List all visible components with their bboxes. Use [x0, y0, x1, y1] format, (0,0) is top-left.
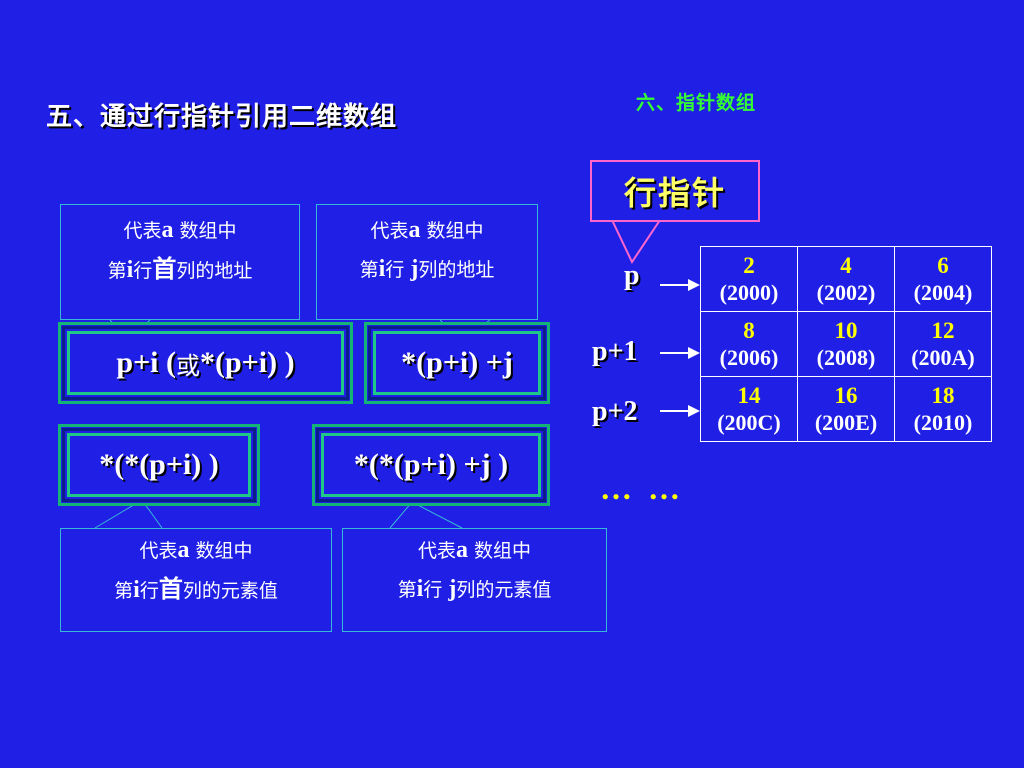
- arrow-right-icon: [660, 279, 700, 291]
- callout-line: 第i行 j列的地址: [359, 256, 495, 282]
- callout-line: 代表a 数组中: [370, 217, 484, 243]
- array-cell: 4(2002): [797, 246, 895, 312]
- expr-row-first-value: *(*(p+i) ): [58, 424, 260, 506]
- callout-line: 代表a 数组中: [139, 537, 253, 563]
- row-pointer-label: 行指针: [590, 160, 760, 222]
- arrow-right-icon: [660, 347, 700, 359]
- array-cell: 2(2000): [700, 246, 798, 312]
- callout-top-right: 代表a 数组中 第i行 j列的地址: [316, 204, 538, 320]
- table-row: 2(2000) 4(2002) 6(2004): [700, 246, 992, 312]
- array-cell: 18(2010): [894, 376, 992, 442]
- array-cell: 6(2004): [894, 246, 992, 312]
- expr-row-address: p+i (或 *(p+i) ): [58, 322, 353, 404]
- array-cell: 14(200C): [700, 376, 798, 442]
- pointer-p: p: [624, 260, 640, 291]
- callout-line: 第i行 j列的元素值: [397, 576, 552, 602]
- array-cell: 10(2008): [797, 311, 895, 377]
- array-cell: 8(2006): [700, 311, 798, 377]
- expr-element-address: *(p+i) +j: [364, 322, 550, 404]
- callout-bottom-left: 代表a 数组中 第i行首列的元素值: [60, 528, 332, 632]
- array-table: 2(2000) 4(2002) 6(2004) 8(2006) 10(2008)…: [700, 246, 992, 442]
- pointer-p2: p+2: [592, 396, 638, 427]
- array-cell: 12(200A): [894, 311, 992, 377]
- table-row: 8(2006) 10(2008) 12(200A): [700, 311, 992, 377]
- page-title: 五、通过行指针引用二维数组: [46, 102, 398, 132]
- callout-top-left: 代表a 数组中 第i行首列的地址: [60, 204, 300, 320]
- ellipsis: … …: [600, 470, 684, 506]
- arrow-right-icon: [660, 405, 700, 417]
- callout-line: 代表a 数组中: [123, 217, 237, 243]
- callout-line: 第i行首列的地址: [107, 254, 253, 283]
- pointer-p1: p+1: [592, 336, 638, 367]
- array-cell: 16(200E): [797, 376, 895, 442]
- row-pointer-tail: [610, 219, 662, 265]
- callout-line: 代表a 数组中: [417, 537, 532, 563]
- callout-bottom-right: 代表a 数组中 第i行 j列的元素值: [342, 528, 607, 632]
- expr-element-value: *(*(p+i) +j ): [312, 424, 550, 506]
- table-row: 14(200C) 16(200E) 18(2010): [700, 376, 992, 442]
- callout-line: 第i行首列的元素值: [114, 574, 278, 603]
- page-subtitle: 六、指针数组: [636, 92, 757, 114]
